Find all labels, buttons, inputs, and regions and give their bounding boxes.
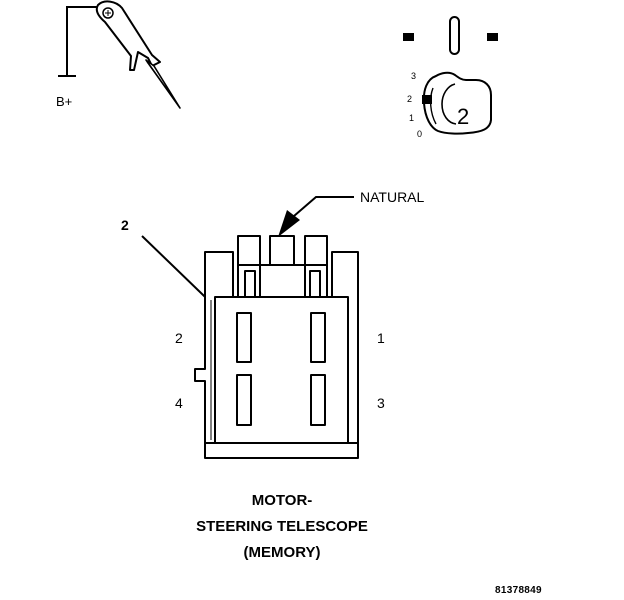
caption-line-2: STEERING TELESCOPE: [196, 518, 368, 535]
figure-id: 81378849: [495, 585, 542, 596]
key-position-0: 0: [417, 129, 422, 139]
pin-label-2: 2: [175, 330, 183, 346]
pin-label-1: 1: [377, 330, 385, 346]
key-number-label: 2: [457, 104, 469, 129]
natural-callout-label: NATURAL: [360, 189, 425, 205]
pin-label-3: 3: [377, 395, 385, 411]
key-position-1: 1: [409, 113, 414, 123]
caption-line-1: MOTOR-: [251, 492, 313, 509]
connector-face-icon: [194, 235, 359, 459]
caption-line-3: (MEMORY): [243, 544, 321, 561]
natural-callout-leader: [278, 196, 354, 237]
probe-label: B+: [56, 94, 72, 109]
key-position-2: 2: [407, 94, 412, 104]
test-probe-icon: [58, 0, 181, 109]
pin-label-4: 4: [175, 395, 183, 411]
key-position-3: 3: [411, 71, 416, 81]
key-switch-icon: [403, 16, 498, 135]
pin-callout-number: 2: [121, 217, 129, 233]
